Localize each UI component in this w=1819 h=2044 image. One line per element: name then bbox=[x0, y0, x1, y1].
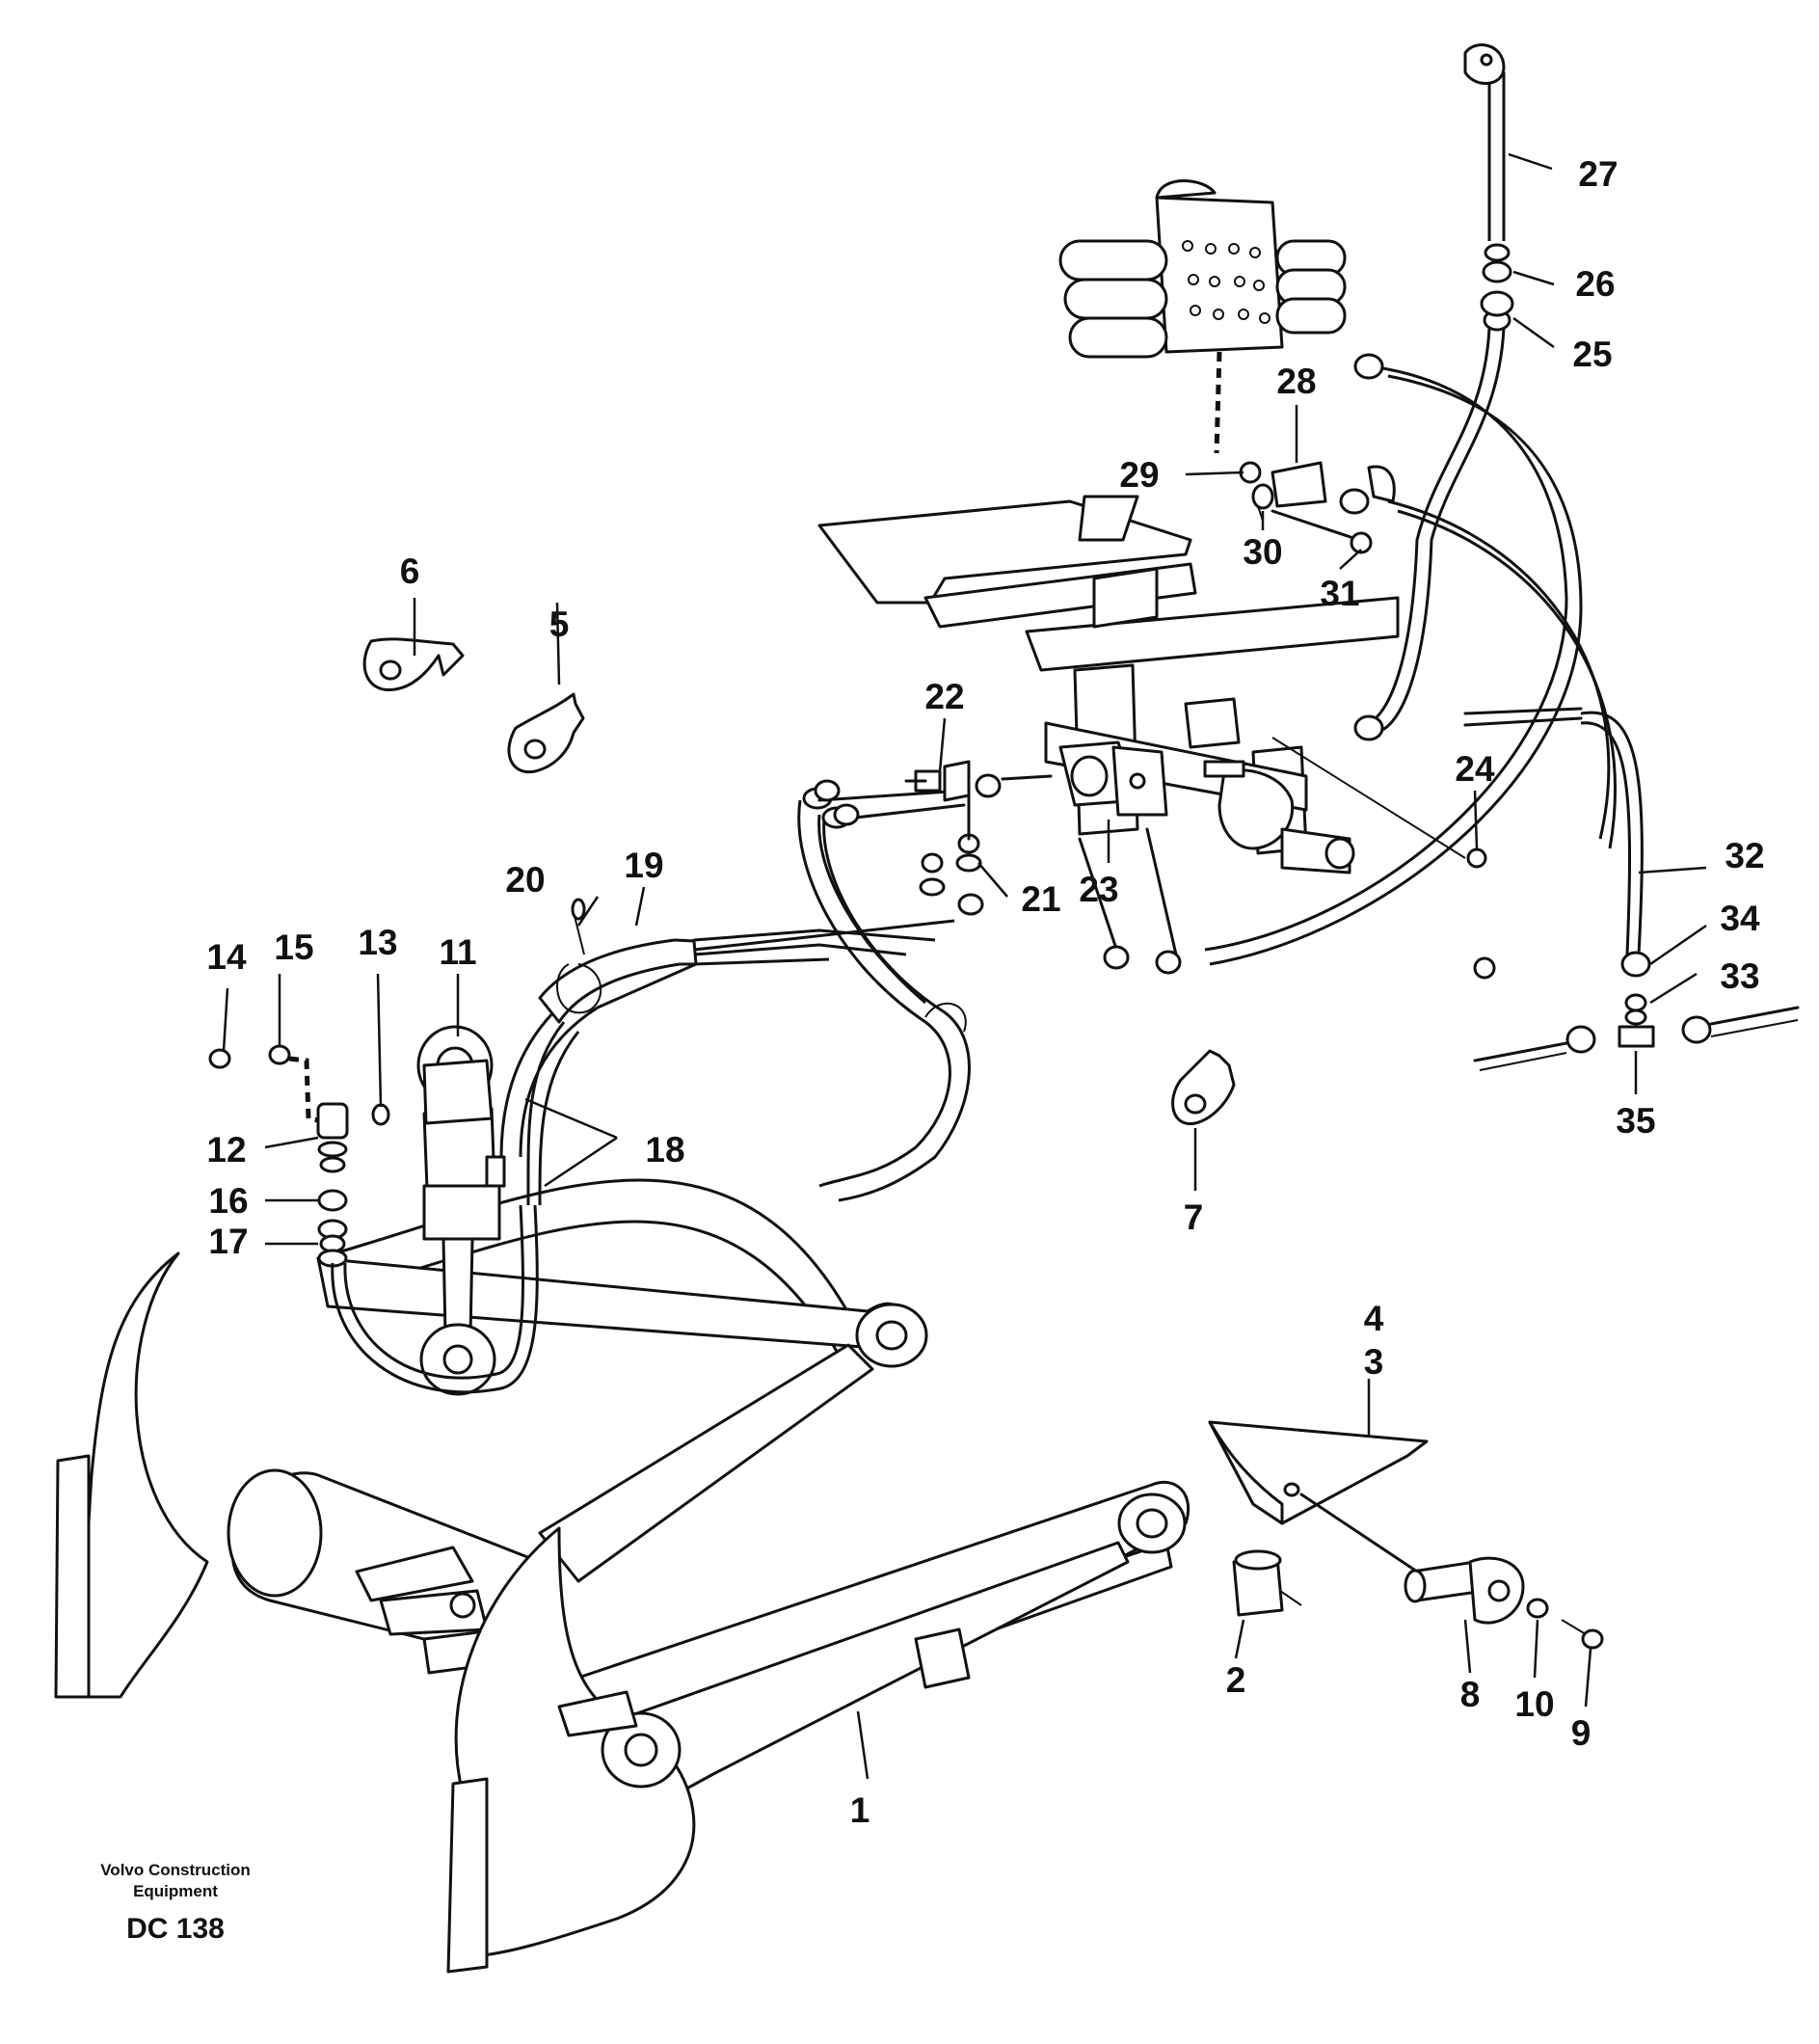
callout-12: 12 bbox=[206, 1130, 246, 1170]
callout-10: 10 bbox=[1514, 1684, 1554, 1724]
callout-19: 19 bbox=[624, 846, 663, 885]
bracket-3-4 bbox=[1208, 1420, 1448, 1593]
callout-20: 20 bbox=[505, 860, 545, 900]
callout-leaders bbox=[222, 152, 1707, 1780]
callout-26: 26 bbox=[1575, 264, 1615, 304]
callout-34: 34 bbox=[1720, 899, 1760, 938]
callout-32: 32 bbox=[1725, 836, 1764, 875]
fittings-21-23 bbox=[814, 760, 1496, 980]
brand-block: Volvo Construction Equipment DC 138 bbox=[100, 1861, 251, 1945]
callout-25: 25 bbox=[1572, 335, 1612, 374]
bracket-6 bbox=[362, 637, 465, 691]
brand-line-2: Equipment bbox=[133, 1882, 218, 1900]
fittings-12-17 bbox=[208, 1044, 539, 1394]
drawing-code: DC 138 bbox=[126, 1913, 225, 1945]
valve-bracket bbox=[817, 495, 1400, 874]
callout-9: 9 bbox=[1571, 1713, 1592, 1753]
callout-22: 22 bbox=[924, 677, 964, 716]
callout-33: 33 bbox=[1720, 956, 1759, 996]
callout-23: 23 bbox=[1079, 870, 1118, 909]
bolt-24 bbox=[1271, 737, 1487, 869]
bushing-2 bbox=[1232, 1549, 1302, 1617]
callout-7: 7 bbox=[1184, 1197, 1204, 1237]
callout-30: 30 bbox=[1243, 532, 1282, 572]
callout-15: 15 bbox=[274, 928, 313, 967]
callout-35: 35 bbox=[1616, 1101, 1655, 1141]
bracket-7 bbox=[1171, 1049, 1236, 1125]
callout-8: 8 bbox=[1460, 1675, 1481, 1714]
callout-2: 2 bbox=[1226, 1660, 1246, 1700]
callout-3: 3 bbox=[1364, 1342, 1384, 1382]
callout-6: 6 bbox=[400, 551, 420, 591]
callout-17: 17 bbox=[208, 1222, 248, 1261]
lift-frame bbox=[54, 1178, 1190, 1974]
hydraulic-cylinder bbox=[416, 1025, 506, 1396]
callout-29: 29 bbox=[1119, 455, 1159, 495]
callout-labels: 1 2 3 4 5 6 7 8 9 10 11 12 13 14 15 16 1… bbox=[206, 154, 1764, 1830]
pin-8 bbox=[1404, 1556, 1604, 1650]
callout-14: 14 bbox=[206, 937, 247, 977]
pipes-32-35 bbox=[1473, 711, 1800, 1071]
callout-27: 27 bbox=[1578, 154, 1618, 194]
pipes-24-27 bbox=[1204, 43, 1583, 966]
control-valve bbox=[1058, 179, 1347, 454]
callout-16: 16 bbox=[208, 1181, 248, 1221]
callout-13: 13 bbox=[358, 923, 397, 962]
brand-line-1: Volvo Construction bbox=[100, 1861, 251, 1879]
callout-28: 28 bbox=[1276, 362, 1316, 401]
bracket-5 bbox=[507, 692, 585, 774]
callout-1: 1 bbox=[850, 1790, 870, 1830]
supply-hoses bbox=[797, 787, 971, 1202]
callout-31: 31 bbox=[1320, 574, 1359, 613]
callout-18: 18 bbox=[645, 1130, 684, 1170]
callout-5: 5 bbox=[549, 605, 570, 644]
callout-11: 11 bbox=[439, 932, 476, 972]
callout-4: 4 bbox=[1364, 1299, 1384, 1338]
callout-24: 24 bbox=[1455, 749, 1495, 789]
callout-21: 21 bbox=[1021, 879, 1060, 919]
hose-bundle bbox=[499, 898, 955, 1206]
